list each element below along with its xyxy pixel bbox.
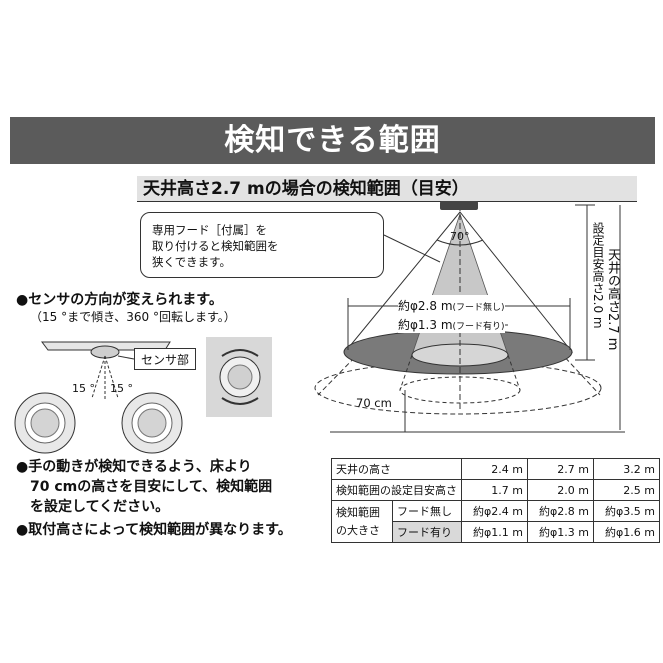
range-no-hood-value: 約φ2.8 m [398,299,453,313]
sensor-label-pointer [117,355,135,360]
tilt-right-line [104,355,119,399]
rotation-arrow-top [221,349,259,357]
row-setting-label: 検知範囲の設定目安高さ [331,479,462,501]
range-with-hood-tag: (フード有り) [452,322,505,332]
spec-table: 天井の高さ 2.4 m 2.7 m 3.2 m 検知範囲の設定目安高さ 1.7 … [331,458,660,543]
callout-text: 専用フード［付属］を 取り付けると検知範囲を 狭くできます。 [152,223,279,269]
row-with-hood-label: フード有り [392,521,462,543]
height-70-label: 70 cm [356,396,392,410]
range-with-hood-value: 約φ1.3 m [398,318,453,332]
angle-label: 70° [450,230,470,243]
callout-pointer [383,234,441,263]
cell: 約φ3.5 m [593,500,660,522]
cell: 3.2 m [593,458,660,480]
row-no-hood-label: フード無し [392,500,462,522]
ceiling-height-label: 天井の高さ2.7 m [605,248,620,351]
tilt-left-line [91,355,106,399]
table-row: 検知範囲の設定目安高さ 1.7 m 2.0 m 2.5 m [331,479,660,501]
inner-cone-left-dashed [399,354,413,391]
group-label: 検知範囲 の大きさ [331,500,393,543]
table-row: 天井の高さ 2.4 m 2.7 m 3.2 m [331,458,660,480]
tilt-right-label: 15 ° [110,382,133,395]
table-row: フード有り 約φ1.1 m 約φ1.3 m 約φ1.6 m [332,521,660,543]
sensor-disc-right [121,392,183,454]
sensor-direction-bullet: ●センサの方向が変えられます。 [16,292,223,308]
outer-range-ellipse [314,361,602,415]
table-row: 検知範囲 の大きさ フード無し 約φ2.4 m 約φ2.8 m 約φ3.5 m [331,500,660,543]
sensor-part-label: センサ部 [134,348,196,370]
page-title: 検知できる範囲 [224,123,441,158]
range-no-hood-label: 約φ2.8 m(フード無し) [398,295,505,314]
group-label-1: 検知範囲 [336,505,380,519]
sensor-disc-left [14,392,76,454]
diagram-subtitle: 天井高さ2.7 mの場合の検知範囲（目安） [143,179,469,199]
cell: 約φ2.4 m [461,500,528,522]
cell: 1.7 m [461,479,528,501]
setting-height-label: 設定目安高さ2.0 m [591,222,605,329]
title-bar: 検知できる範囲 [10,117,655,164]
inner-cone-right-dashed [507,354,521,391]
hood-callout [140,212,384,278]
instruction-1: ●手の動きが検知できるよう、床より 70 cmの高さを目安にして、検知範囲 を設… [16,459,273,515]
cell: 2.4 m [461,458,528,480]
ceiling-sensor [440,201,478,210]
cell: 2.7 m [527,458,594,480]
cell: 約φ1.6 m [593,521,660,543]
instruction-2: ●取付高さによって検知範囲が異なります。 [16,522,292,538]
row-ceiling-label: 天井の高さ [331,458,462,480]
cell: 2.0 m [527,479,594,501]
rotation-arrow-bottom [221,397,259,405]
cell: 約φ1.1 m [461,521,528,543]
range-no-hood-tag: (フード無し) [452,303,505,313]
tilt-left-label: 15 ° [72,382,95,395]
cell: 約φ2.8 m [527,500,594,522]
cell: 2.5 m [593,479,660,501]
sensor-direction-note: （15 °まで傾き、360 °回転します。） [30,310,236,324]
ceiling-band [137,176,637,202]
group-label-2: の大きさ [336,523,380,537]
cell: 約φ1.3 m [527,521,594,543]
angle-arc [436,239,484,246]
range-with-hood-label: 約φ1.3 m(フード有り) [398,314,505,333]
